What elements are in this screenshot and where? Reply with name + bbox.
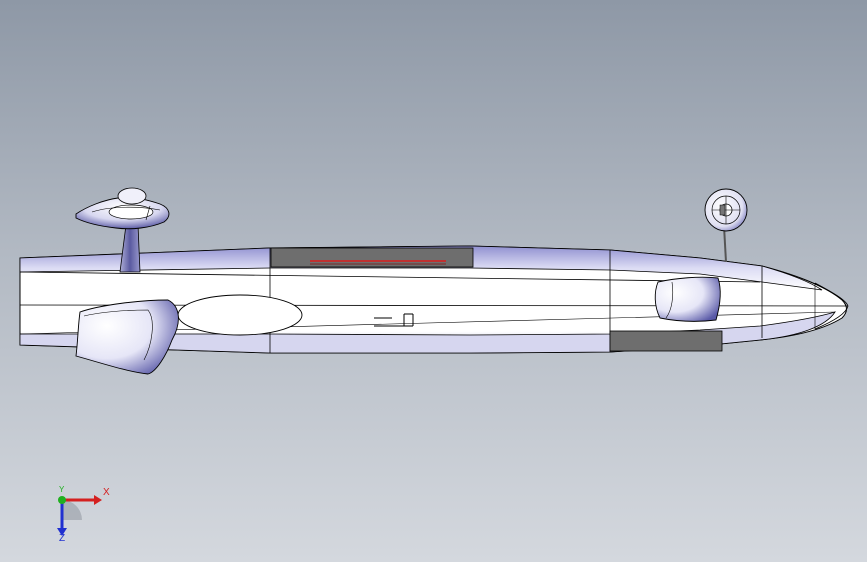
lower-access-panel <box>609 330 723 352</box>
orientation-triad: X Y Z <box>40 478 120 548</box>
wing-root-fairing <box>177 294 303 336</box>
z-axis-label: Z <box>59 533 66 544</box>
hatch-marking <box>374 313 414 327</box>
y-axis-dot <box>58 496 66 504</box>
right-engine-nacelle[interactable] <box>654 276 721 322</box>
left-tail-pylon <box>119 224 141 273</box>
right-antenna-mast <box>723 225 727 263</box>
triad-arrows <box>57 495 102 536</box>
x-axis-label: X <box>103 487 110 498</box>
y-axis-label: Y <box>59 485 65 494</box>
upper-surface <box>19 245 823 291</box>
top-access-panel <box>270 247 474 268</box>
left-engine-nacelle[interactable] <box>75 299 179 375</box>
nose-cone <box>814 282 849 330</box>
